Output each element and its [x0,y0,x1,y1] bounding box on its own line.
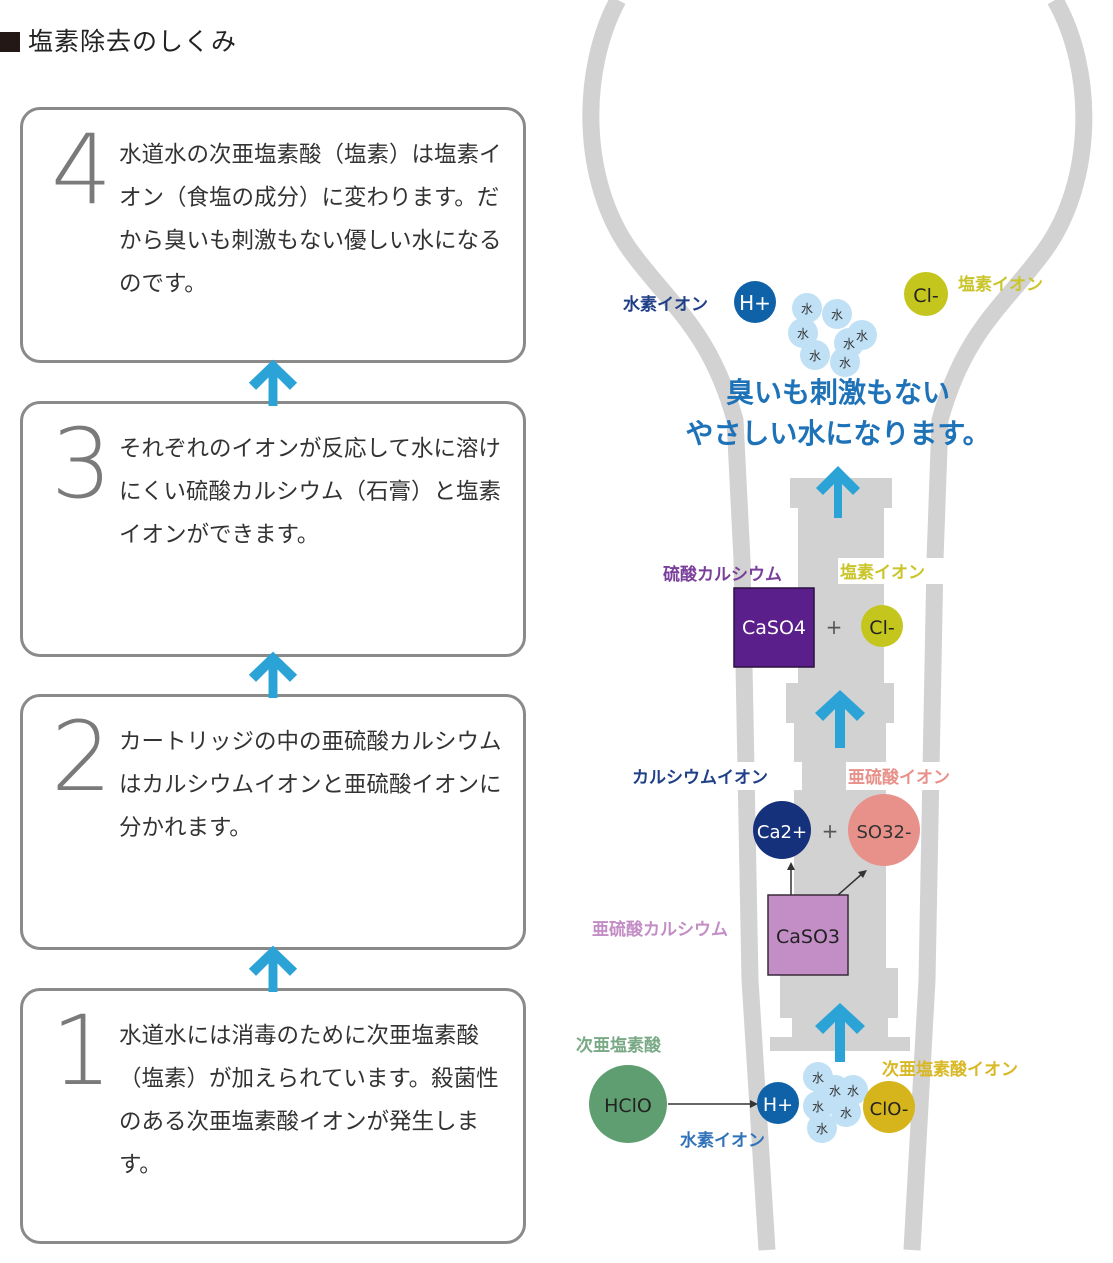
chlorine-removal-diagram: 臭いも刺激もない やさしい水になります。 水素イオン H+ Cl- 塩素イオン … [576,0,1093,1251]
title-square-icon [0,32,20,52]
calcium-sulfite-box [767,894,849,976]
water-molecule-circle [822,299,852,329]
step-number: 2 [51,701,113,813]
up-arrow-icon [815,1003,865,1062]
water-molecule-symbol: 水 [812,1100,824,1114]
label-backdrop [846,762,976,790]
title-text: 塩素除去のしくみ [28,27,238,56]
calcium-sulfite-label: 亜硫酸カルシウム [592,919,728,940]
step-text: 水道水には消毒のために次亜塩素酸（塩素）が加えられています。殺菌性のある次亜塩素… [119,1023,499,1178]
step-number: 1 [51,995,113,1107]
step-text: カートリッジの中の亜硫酸カルシウムはカルシウムイオンと亜硫酸イオンに分かれます。 [119,729,502,841]
hypochlorite-ion-circle [863,1081,915,1133]
water-molecule-symbol: 水 [801,302,813,316]
chloride-ion-symbol: Cl- [913,285,938,307]
water-molecule-circle [830,347,860,377]
up-arrow-icon [248,359,298,406]
water-molecule-symbol: 水 [809,349,821,363]
step-number: 4 [51,114,113,226]
label-backdrop [838,558,948,584]
split-arrow-line [837,872,864,896]
result-text-line1: 臭いも刺激もない [726,376,950,409]
step-box-1: 1 水道水には消毒のために次亜塩素酸（塩素）が加えられています。殺菌性のある次亜… [20,988,526,1244]
plus-sign: + [822,819,839,843]
shower-outline [582,0,1093,1251]
up-arrow-icon [815,690,865,748]
water-molecule-circle [792,293,822,323]
arrowhead-icon [750,1100,758,1108]
hydrogen-ion-label: 水素イオン [680,1130,765,1151]
up-arrow-icon [248,651,298,698]
sulfite-ion-circle [848,794,920,866]
step-box-4: 4 水道水の次亜塩素酸（塩素）は塩素イオン（食塩の成分）に変わります。だから臭い… [20,107,526,363]
water-molecule-circle [831,1097,861,1127]
hypochlorite-ion-symbol: ClO- [870,1099,909,1120]
step-number: 3 [51,408,113,520]
water-molecules-top: 水水水水水水水 [788,293,877,377]
water-molecule-circle [800,340,830,370]
water-molecule-circle [807,1113,837,1143]
water-molecule-symbol: 水 [847,1084,859,1098]
step-box-2: 2 カートリッジの中の亜硫酸カルシウムはカルシウムイオンと亜硫酸イオンに分かれま… [20,694,526,950]
water-molecule-symbol: 水 [839,356,851,370]
calcium-sulfate-formula: CaSO4 [742,617,806,639]
chloride-ion-circle [904,272,948,316]
hydrogen-ion-symbol: H+ [763,1094,793,1116]
step-text: 水道水の次亜塩素酸（塩素）は塩素イオン（食塩の成分）に変わります。だから臭いも刺… [119,142,502,297]
water-molecule-symbol: 水 [797,327,809,341]
water-molecule-symbol: 水 [812,1071,824,1085]
calcium-sulfite-formula: CaSO3 [776,926,840,948]
page-title: 塩素除去のしくみ [0,22,237,58]
water-molecule-symbol: 水 [856,329,868,343]
water-molecule-symbol: 水 [843,337,855,351]
water-molecule-symbol: 水 [840,1106,852,1120]
water-molecule-symbol: 水 [831,308,843,322]
label-backdrop [630,762,802,790]
chloride-ion-circle [861,605,903,647]
result-text-line2: やさしい水になります。 [685,417,990,450]
up-arrow-icon [248,945,298,992]
step-text: それぞれのイオンが反応して水に溶けにくい硫酸カルシウム（石膏）と塩素イオンができ… [119,436,502,548]
up-arrow-icon [816,466,860,518]
water-molecule-symbol: 水 [829,1084,841,1098]
plus-sign: + [826,615,843,639]
calcium-ion-circle [753,801,811,859]
arrowhead-icon [787,862,795,870]
water-molecule-circle [788,318,818,348]
sulfite-ion-symbol: SO32- [857,822,912,843]
hypochlorous-acid-label: 次亜塩素酸 [576,1035,662,1056]
chloride-ion-symbol: Cl- [869,617,894,639]
arrowhead-icon [858,870,867,878]
water-molecules-bottom: 水水水水水水 [803,1062,868,1143]
calcium-ion-symbol: Ca2+ [757,822,807,843]
calcium-sulfate-box [733,587,815,668]
hypochlorite-ion-label: 次亜塩素酸イオン [882,1059,1018,1080]
sulfite-ion-label: 亜硫酸イオン [848,767,950,788]
hydrogen-ion-circle [734,281,776,323]
water-molecule-symbol: 水 [816,1122,828,1136]
hydrogen-ion-symbol: H+ [739,291,771,315]
hypochlorous-acid-formula: HClO [604,1095,652,1117]
calcium-ion-label: カルシウムイオン [632,768,768,788]
chloride-ion-label: 塩素イオン [958,274,1043,295]
step-box-3: 3 それぞれのイオンが反応して水に溶けにくい硫酸カルシウム（石膏）と塩素イオンが… [20,401,526,657]
calcium-sulfate-label: 硫酸カルシウム [663,564,782,585]
chloride-ion-label: 塩素イオン [840,562,925,583]
hydrogen-ion-circle [757,1082,799,1124]
hydrogen-ion-label: 水素イオン [623,294,708,315]
hypochlorous-acid-circle [589,1065,667,1143]
